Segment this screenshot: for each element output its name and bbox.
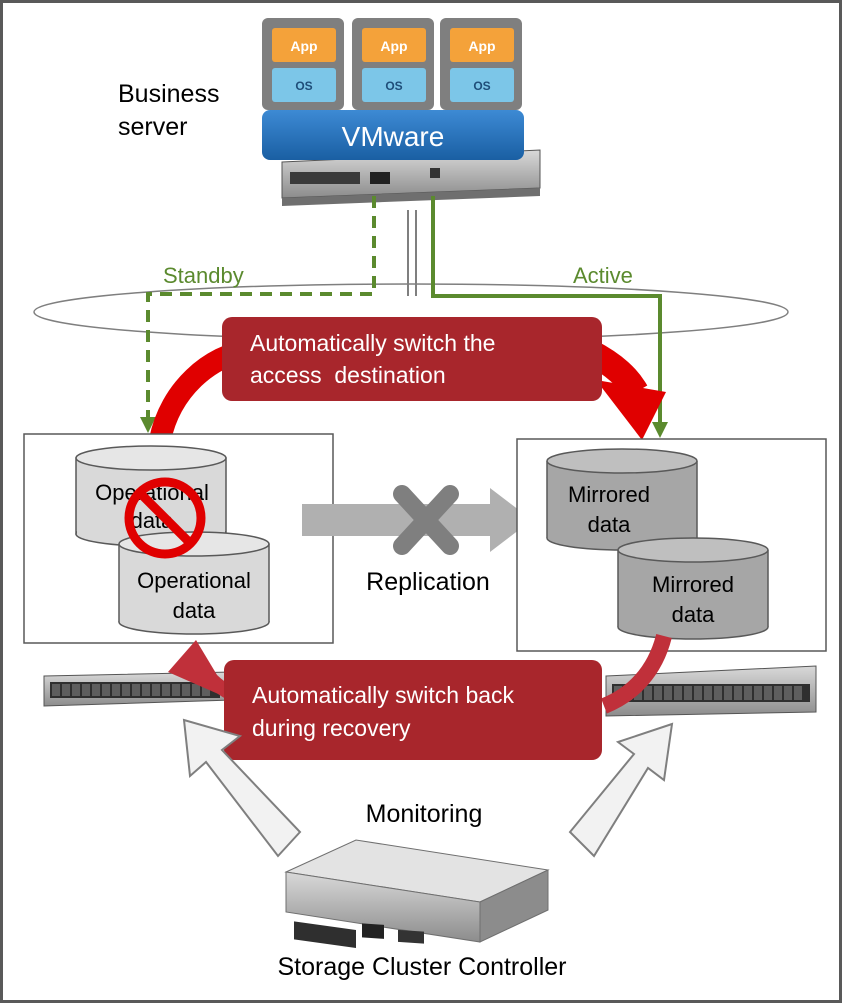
prohibited-icon xyxy=(124,477,206,559)
mirrored-back-line1: Mirrored xyxy=(568,482,650,507)
switchback-arc-right xyxy=(600,633,672,714)
business-server-label-line1: Business xyxy=(118,80,219,108)
vm-1-os-label: OS xyxy=(295,79,312,93)
operational-front-line1: Operational xyxy=(137,568,251,593)
vm-3-os-label: OS xyxy=(473,79,490,93)
vm-2-app-label: App xyxy=(380,38,407,54)
operational-front-line2: data xyxy=(173,598,217,623)
monitoring-arrow-left xyxy=(182,718,302,858)
vm-1 xyxy=(262,18,344,110)
controller-label: Storage Cluster Controller xyxy=(277,953,566,981)
vm-3 xyxy=(440,18,522,110)
active-label: Active xyxy=(573,263,633,288)
vm-2-os-label: OS xyxy=(385,79,402,93)
mirrored-volume-back xyxy=(546,448,698,551)
switch-destination-line1: Automatically switch the xyxy=(250,330,495,356)
monitoring-arrow-right xyxy=(568,722,674,858)
mirrored-volume-front xyxy=(617,537,769,640)
switch-back-line2: during recovery xyxy=(252,715,411,741)
business-server: App App App OS OS OS VMware xyxy=(262,18,541,206)
vm-1-app-label: App xyxy=(290,38,317,54)
primary-storage-array xyxy=(43,671,233,707)
secondary-storage-array xyxy=(605,665,817,717)
switch-destination-box xyxy=(222,317,602,401)
vmware-label: VMware xyxy=(342,121,445,152)
active-path xyxy=(431,196,668,438)
replication-failed-x-icon xyxy=(393,485,459,555)
switch-back-line1: Automatically switch back xyxy=(252,682,515,708)
switch-destination-line2: access destination xyxy=(250,362,446,388)
business-server-label-line2: server xyxy=(118,113,187,141)
mirrored-back-line2: data xyxy=(588,512,632,537)
replication-label: Replication xyxy=(366,568,490,596)
server-rack-icon xyxy=(284,839,550,949)
vmware-layer xyxy=(262,110,524,160)
vm-3-app-label: App xyxy=(468,38,495,54)
monitoring-label: Monitoring xyxy=(366,800,483,828)
switch-arrowhead xyxy=(596,380,666,440)
mirrored-front-line1: Mirrored xyxy=(652,572,734,597)
standby-path xyxy=(140,196,376,433)
mirrored-front-line2: data xyxy=(672,602,716,627)
switch-back-box xyxy=(224,660,602,760)
vm-2 xyxy=(352,18,434,110)
business-server-chassis xyxy=(281,149,541,206)
standby-label: Standby xyxy=(163,263,244,288)
